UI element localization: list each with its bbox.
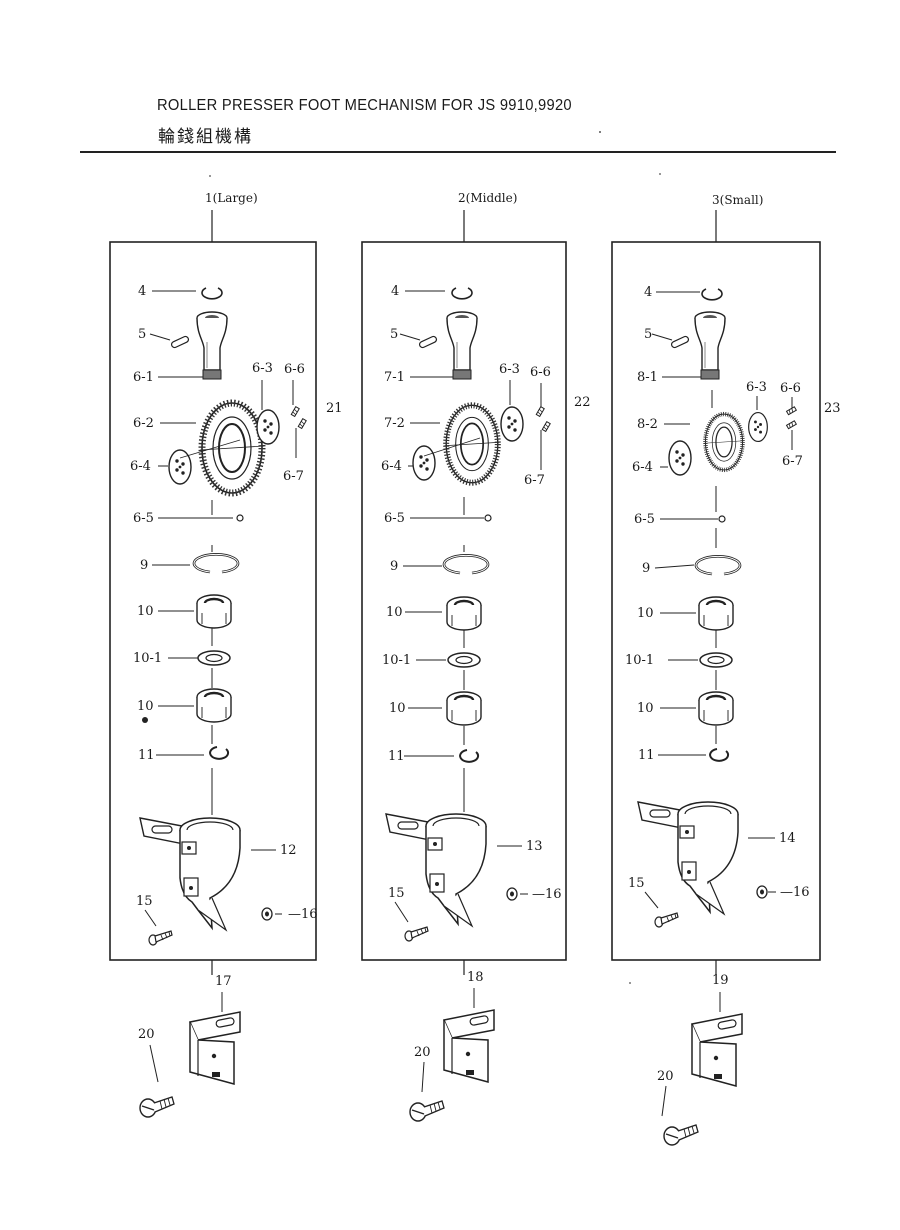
callout: 6-6 (284, 362, 305, 377)
callout: 10 (637, 606, 654, 621)
page-subtitle: 輪錢組機構 (158, 127, 253, 147)
callout: 6-6 (530, 365, 551, 380)
callout: 5 (644, 327, 653, 342)
callout: 10 (386, 605, 403, 620)
callout: 6-1 (133, 370, 154, 385)
callout: 6-7 (283, 469, 304, 484)
callout: 6-3 (252, 361, 273, 376)
callout: 20 (657, 1069, 674, 1084)
callout: 6-5 (133, 511, 154, 526)
group-number-middle: 22 (574, 395, 591, 410)
callout: 18 (467, 970, 484, 985)
callout: 6-5 (634, 512, 655, 527)
callout: 6-5 (384, 511, 405, 526)
callout: 7-2 (384, 416, 405, 431)
callout: 9 (140, 558, 149, 573)
callout: 15 (628, 876, 645, 891)
callout: 11 (638, 748, 655, 763)
callout: 6-3 (746, 380, 767, 395)
callout: 6-7 (782, 454, 803, 469)
callout: 10 (137, 699, 154, 714)
variant-label-large: 1(Large) (205, 191, 258, 205)
group-number-large: 21 (326, 401, 343, 416)
callout: 19 (712, 973, 729, 988)
callout: 4 (391, 284, 400, 299)
variant-label-middle: 2(Middle) (458, 191, 518, 205)
callout: 10-1 (625, 653, 655, 668)
callout: 11 (388, 749, 405, 764)
callout: 9 (390, 559, 399, 574)
callout: 12 (280, 843, 297, 858)
callout: 7-1 (384, 370, 405, 385)
callout: 20 (414, 1045, 431, 1060)
callout: 6-4 (130, 459, 151, 474)
callout: 17 (215, 974, 232, 989)
callout: 10 (389, 701, 406, 716)
callout: 6-6 (780, 381, 801, 396)
panel-middle (361, 210, 567, 1122)
callout: 6-4 (381, 459, 402, 474)
callout: —16 (532, 887, 562, 902)
callout: 6-4 (632, 460, 653, 475)
callout: 5 (138, 327, 147, 342)
callout: 8-1 (637, 370, 658, 385)
panel-large (109, 210, 317, 1118)
callout: 4 (644, 285, 653, 300)
callout: 9 (642, 561, 651, 576)
callout: 10 (637, 701, 654, 716)
header-rule (80, 151, 836, 153)
panel-small (611, 210, 821, 1146)
callout: 10-1 (133, 651, 163, 666)
callout: 15 (136, 894, 153, 909)
callout: 13 (526, 839, 543, 854)
callout: 4 (138, 284, 147, 299)
variant-label-small: 3(Small) (712, 193, 764, 207)
callout: 10-1 (382, 653, 412, 668)
panel-frame (109, 241, 317, 961)
callout: 15 (388, 886, 405, 901)
callout: 6-7 (524, 473, 545, 488)
callout: 6-2 (133, 416, 154, 431)
callout: 5 (390, 327, 399, 342)
page-title: ROLLER PRESSER FOOT MECHANISM FOR JS 991… (157, 97, 572, 114)
callout: —16 (780, 885, 810, 900)
callout: 11 (138, 748, 155, 763)
callout: 6-3 (499, 362, 520, 377)
callout: 8-2 (637, 417, 658, 432)
group-number-small: 23 (824, 401, 841, 416)
callout: 20 (138, 1027, 155, 1042)
callout: —16 (288, 907, 318, 922)
callout: 10 (137, 604, 154, 619)
callout: 14 (779, 831, 796, 846)
